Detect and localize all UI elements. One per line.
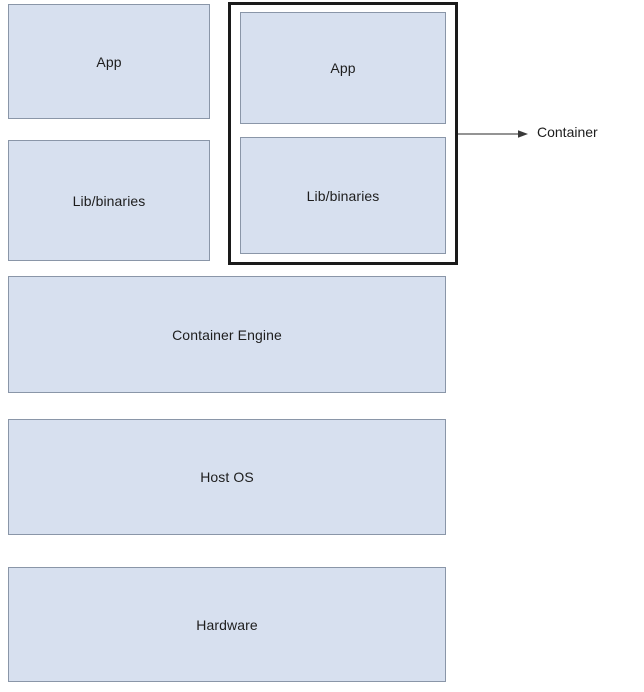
box-host-os-label: Host OS (200, 469, 254, 485)
callout-arrow-icon (458, 130, 528, 138)
box-hardware-label: Hardware (196, 616, 258, 633)
box-hardware[interactable]: Hardware (8, 567, 446, 682)
box-host-os[interactable]: Host OS (8, 419, 446, 535)
box-app-container[interactable]: App (240, 12, 446, 124)
box-lib-binaries-container-label: Lib/binaries (306, 187, 380, 204)
box-container-engine-label: Container Engine (172, 326, 282, 343)
box-app-left[interactable]: App (8, 4, 210, 119)
box-app-container-label: App (330, 60, 356, 76)
box-app-left-label: App (96, 53, 122, 70)
box-lib-binaries-left[interactable]: Lib/binaries (8, 140, 210, 261)
box-lib-binaries-container[interactable]: Lib/binaries (240, 137, 446, 254)
box-container-engine[interactable]: Container Engine (8, 276, 446, 393)
box-lib-binaries-left-label: Lib/binaries (72, 192, 146, 209)
container-callout: Container (458, 118, 644, 152)
container-callout-label: Container (537, 124, 598, 140)
